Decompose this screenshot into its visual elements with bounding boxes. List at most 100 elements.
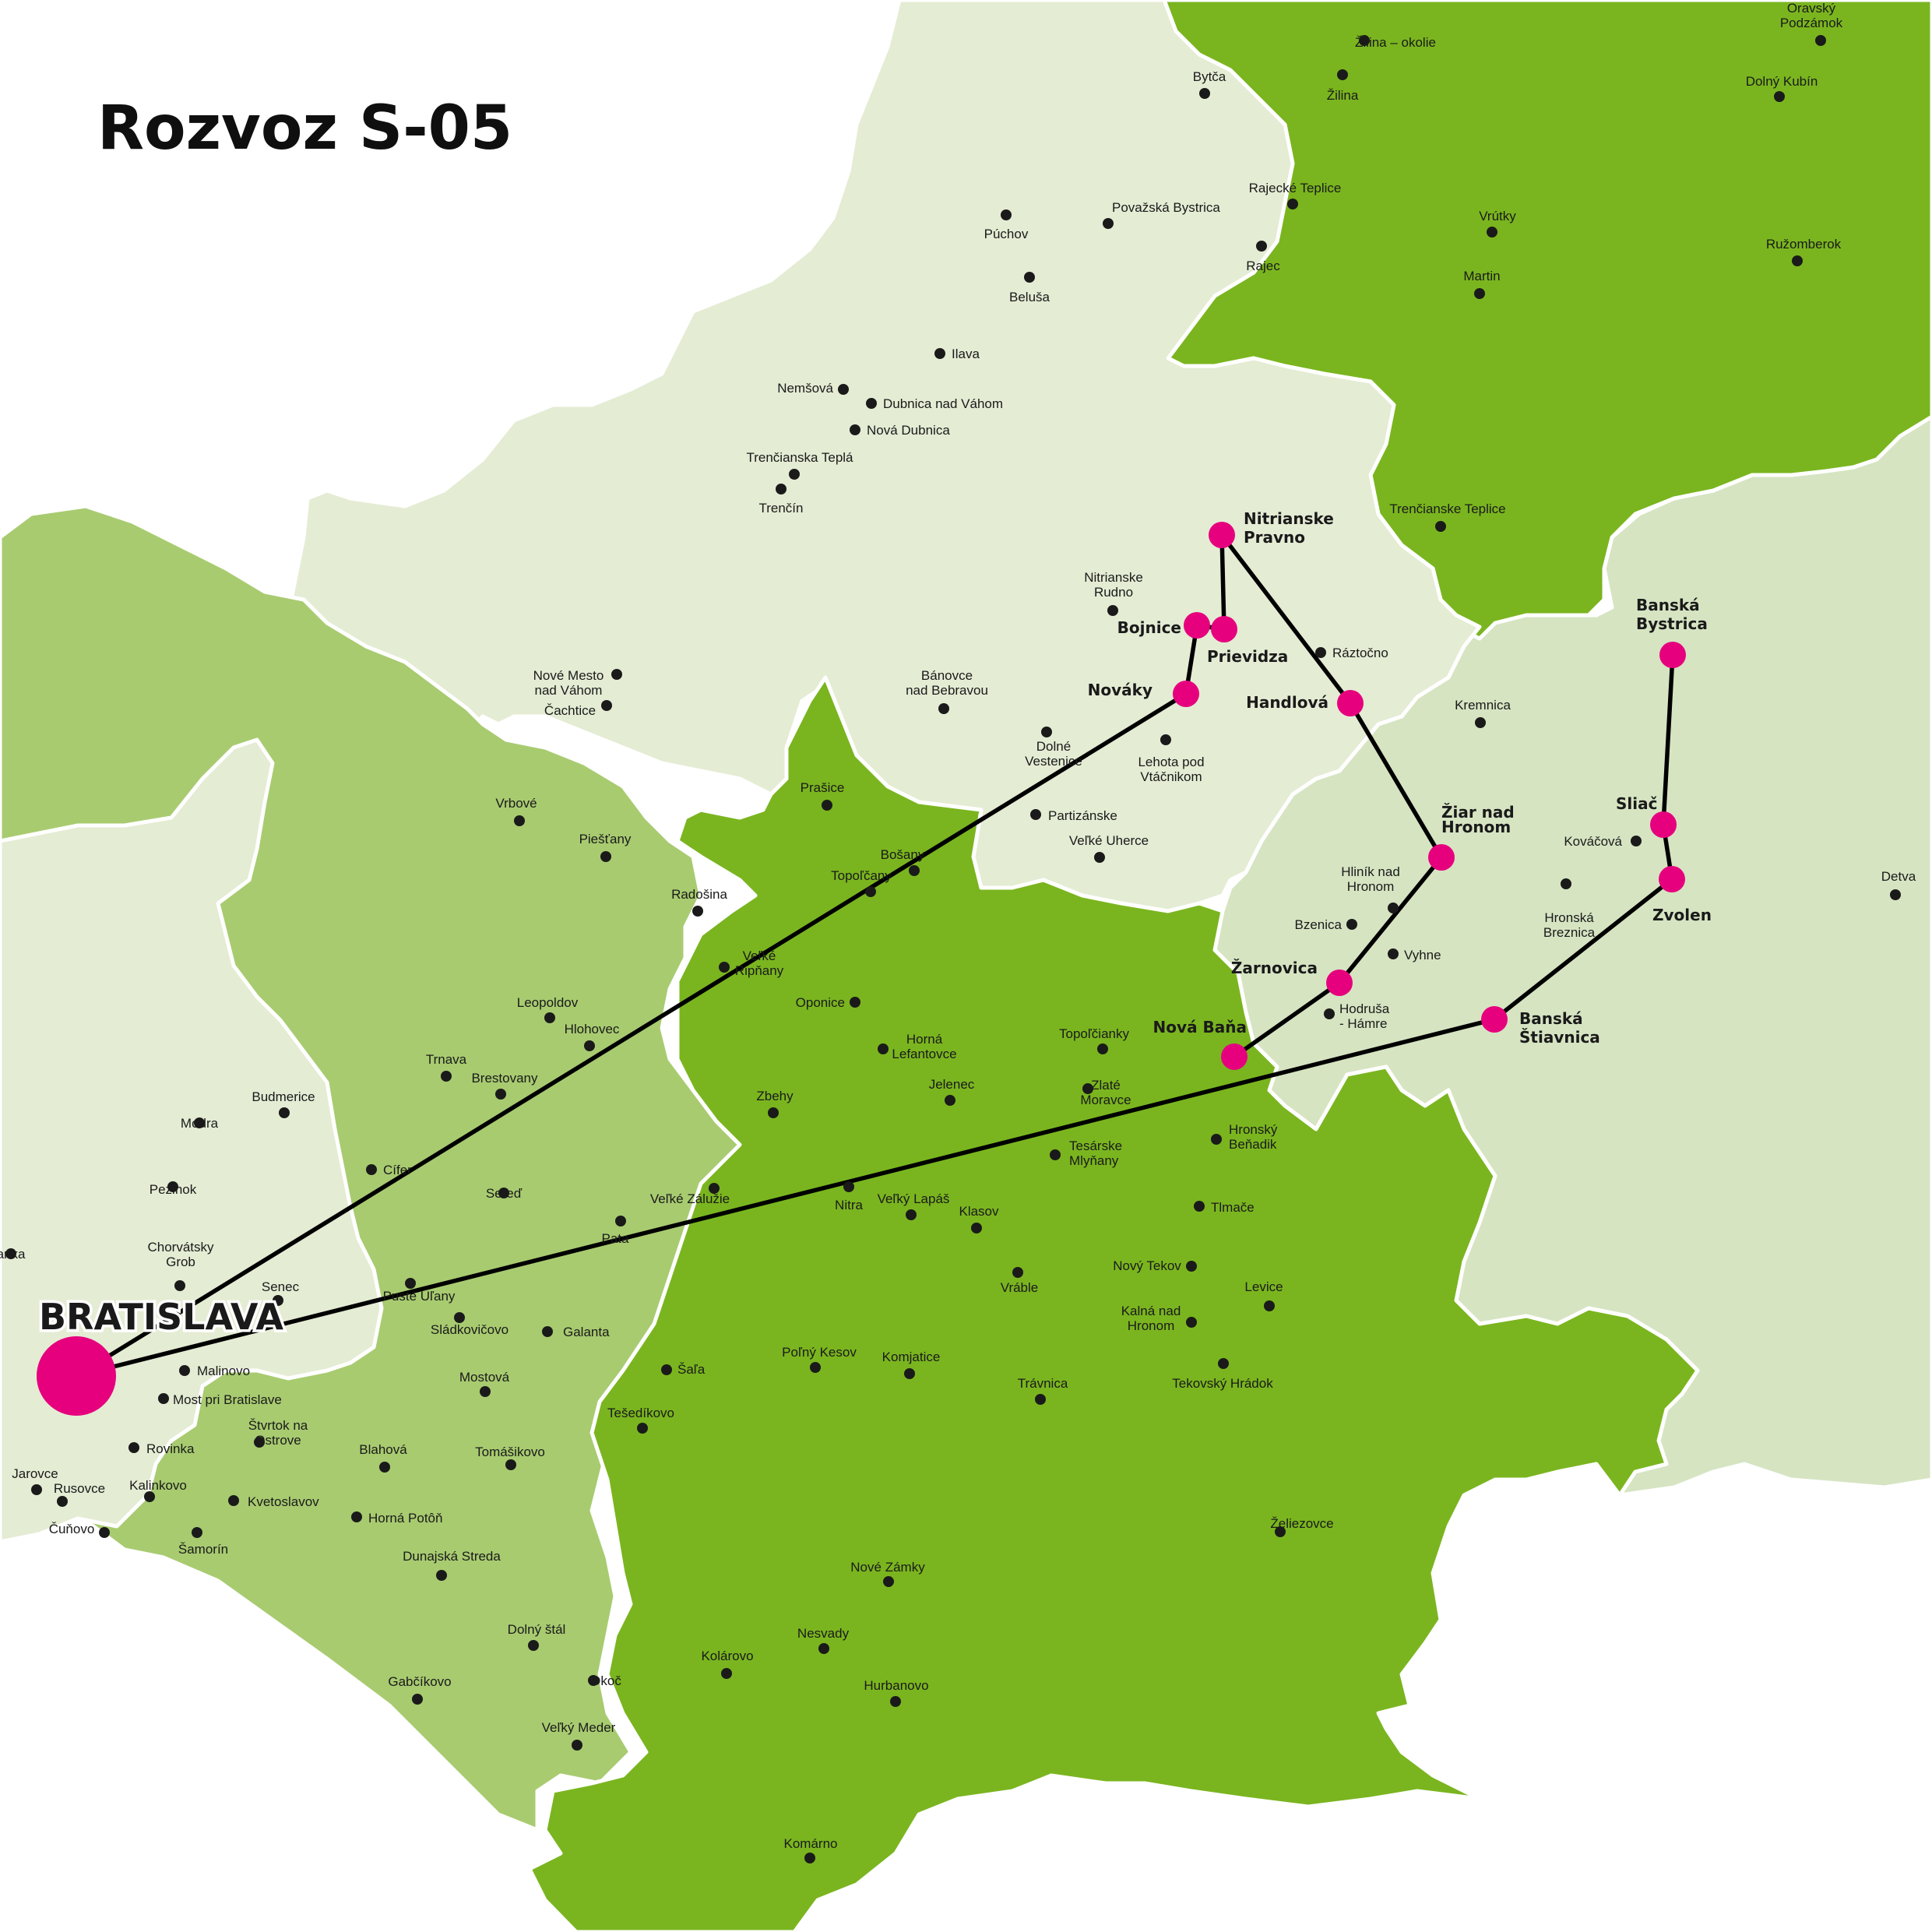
stop-nova-bana: Nová Baňa xyxy=(1153,1018,1248,1070)
town-tlmace: Tlmače xyxy=(1194,1200,1255,1215)
town-label: Zbehy xyxy=(756,1089,794,1103)
town-dolny-stal: Dolný štál xyxy=(508,1622,565,1651)
town-label: Okoč xyxy=(590,1673,621,1688)
stop-dot xyxy=(1211,616,1237,642)
town-anka: anka xyxy=(0,1247,26,1262)
town-label: Žilina – okolie xyxy=(1355,35,1436,50)
town-malinovo: Malinovo xyxy=(179,1364,250,1378)
town-dot xyxy=(1890,889,1901,900)
town-dot xyxy=(192,1527,202,1538)
town-dot xyxy=(498,1188,509,1198)
town-trencianske-teplice: Trenčianske Teplice xyxy=(1389,501,1506,532)
stop-label: Prievidza xyxy=(1207,647,1288,666)
town-leopoldov: Leopoldov xyxy=(517,995,579,1023)
town-rusovce: Rusovce xyxy=(54,1481,105,1507)
town-dot xyxy=(495,1089,506,1100)
town-label: Galanta xyxy=(563,1325,610,1339)
town-label: Jarovce xyxy=(12,1466,58,1481)
stop-dot xyxy=(1209,522,1235,548)
town-dot xyxy=(174,1280,185,1291)
stop-dot xyxy=(1659,642,1686,668)
town-dot xyxy=(909,865,920,876)
town-dot xyxy=(454,1312,465,1323)
town-puste-ulany: Pusté Úľany xyxy=(383,1278,456,1304)
town-label: Rusovce xyxy=(54,1481,105,1496)
town-label: Budmerice xyxy=(252,1089,315,1104)
town-kvetoslavov: Kvetoslavov xyxy=(228,1494,319,1509)
stop-label: Žarnovica xyxy=(1231,959,1318,977)
town-raztocno: Ráztočno xyxy=(1315,646,1388,660)
town-label: Mostová xyxy=(459,1370,510,1385)
town-dot xyxy=(57,1496,68,1507)
town-label: Nemšová xyxy=(777,381,833,396)
town-dot xyxy=(865,886,876,897)
hub-label: BRATISLAVA xyxy=(39,1296,283,1338)
town-ilava: Ilava xyxy=(934,347,980,361)
town-dot xyxy=(1024,272,1035,283)
town-dot xyxy=(1815,35,1826,46)
town-dot xyxy=(1388,948,1399,959)
town-label: Pusté Úľany xyxy=(383,1289,456,1304)
town-dot xyxy=(1324,1008,1335,1019)
town-dot xyxy=(436,1570,447,1581)
town-dot xyxy=(1082,1083,1093,1094)
town-label: Sereď xyxy=(486,1186,523,1201)
town-label: Tekovský Hrádok xyxy=(1172,1376,1273,1391)
town-dot xyxy=(279,1107,290,1118)
town-dot xyxy=(810,1362,821,1373)
town-dot xyxy=(31,1484,42,1495)
town-dot xyxy=(5,1248,16,1259)
town-label: Cífer xyxy=(383,1163,412,1177)
town-dot xyxy=(719,962,730,973)
town-komarno: Komárno xyxy=(784,1836,837,1863)
town-label: Topoľčianky xyxy=(1059,1026,1130,1041)
town-label: Klasov xyxy=(959,1204,999,1219)
town-label: Rovinka xyxy=(146,1441,195,1456)
town-dot xyxy=(441,1071,452,1082)
stop-dot xyxy=(1428,844,1455,871)
town-label: Radošina xyxy=(671,887,727,902)
town-dot xyxy=(505,1459,516,1470)
town-dot xyxy=(1097,1043,1108,1054)
town-dot xyxy=(818,1643,829,1654)
town-dot xyxy=(1256,241,1267,252)
town-dot xyxy=(906,1209,917,1220)
town-bosany: Bošany xyxy=(881,847,925,876)
town-label: Partizánske xyxy=(1048,808,1117,823)
town-rajecke-teplice: Rajecké Teplice xyxy=(1249,181,1341,209)
town-label: Oponice xyxy=(796,995,845,1010)
town-label: Čachtice xyxy=(544,703,596,718)
town-velke-uherce: Veľké Uherce xyxy=(1069,833,1149,863)
town-label: Hlohovec xyxy=(565,1022,620,1036)
town-label: Trenčín xyxy=(758,501,803,516)
town-dolny-kubin: Dolný Kubín xyxy=(1746,74,1818,102)
stop-zvolen: Zvolen xyxy=(1652,866,1712,924)
town-dot xyxy=(971,1223,982,1233)
town-velky-meder: Veľký Meder xyxy=(542,1720,616,1751)
town-kovacova: Kováčová xyxy=(1564,834,1642,849)
town-dot xyxy=(1474,288,1485,299)
town-label: Modra xyxy=(181,1116,219,1131)
town-label: Trenčianska Teplá xyxy=(746,450,853,465)
town-dot xyxy=(721,1668,732,1679)
town-label: Kvetoslavov xyxy=(248,1494,319,1509)
town-dot xyxy=(843,1181,854,1192)
town-dot xyxy=(179,1365,190,1376)
town-dot xyxy=(1561,878,1571,889)
town-tesedikovo: Tešedíkovo xyxy=(607,1406,674,1434)
town-samorin: Šamorín xyxy=(178,1527,228,1557)
town-label: Dubnica nad Váhom xyxy=(883,396,1003,411)
town-label: Horná Potôň xyxy=(368,1511,442,1526)
